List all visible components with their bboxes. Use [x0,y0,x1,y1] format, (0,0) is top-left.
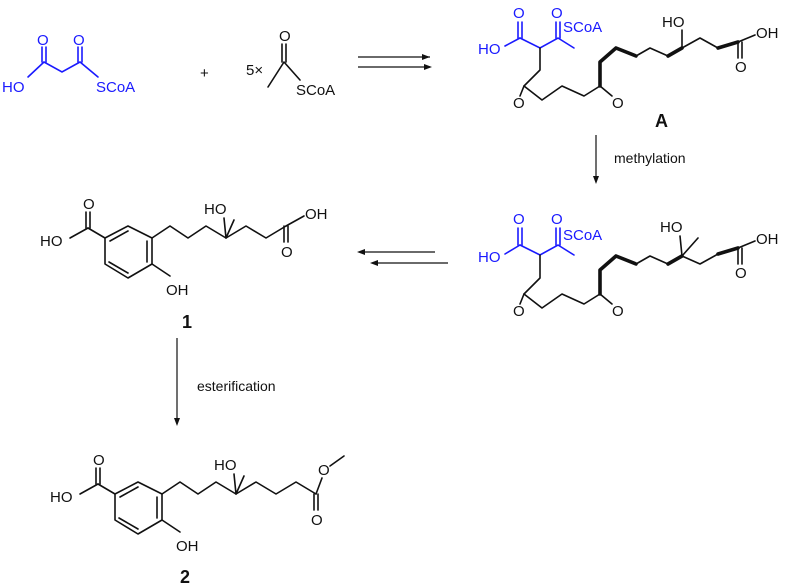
m-ho-chain-label: HO [660,219,683,236]
acetyl-skeleton [267,61,301,88]
a-o2-label: O [551,5,563,22]
acetyl-multiplier: 5× [246,62,263,79]
m-ho-label: HO [478,249,501,266]
m-o1-label: O [513,211,525,228]
c1-acid-ho-label: HO [40,233,63,250]
malonyl-o-right-label: O [73,32,85,49]
c2-ester-carbonyl-o-label: O [311,512,323,529]
c2-ester-o-label: O [318,462,330,479]
c1-phenol-oh-label: OH [166,282,189,299]
c2-phenol-oh-label: OH [176,538,199,555]
a-acid-oh-label: OH [756,25,779,42]
m-scoa-label: SCoA [563,227,602,244]
c1-acid-o-label: O [83,196,95,213]
arrow-to-1 [357,249,448,266]
intermediate-a-structure: O O HO SCoA O O HO O OH [478,5,779,112]
c2-methyl [329,455,345,467]
c2-acid-ho-label: HO [50,489,73,506]
compound-1-label: 1 [182,312,192,332]
c1-chain-acid-o-label: O [281,244,293,261]
c1-chain-acid-oh-label: OH [305,206,328,223]
esterification-label: esterification [197,378,276,394]
malonyl-ho-label: HO [2,79,25,96]
a-chain-bold-2 [666,46,684,58]
acetyl-coa-structure: 5× O SCoA [246,28,335,99]
m-o2-label: O [551,211,563,228]
methylation-label: methylation [614,150,686,166]
a-chain-lower [523,47,601,101]
c1-benzene-ring [104,225,153,279]
malonyl-skeleton [27,61,99,78]
compound-2-structure: O HO OH HO O O [50,452,345,555]
c1-side-chain [151,225,287,239]
a-ho-chain-label: HO [662,14,685,31]
c1-tert-oh-label: HO [204,201,227,218]
m-acid-o-label: O [735,265,747,282]
malonyl-o-left-label: O [37,32,49,49]
malonyl-coa-structure: O O HO SCoA [2,32,135,96]
compound-a-label: A [655,111,668,131]
c2-tert-oh-label: HO [214,457,237,474]
acetyl-scoa-label: SCoA [296,82,335,99]
esterification-arrow [174,338,180,426]
methylation-arrow [593,135,599,184]
a-chain-bold-1 [598,46,638,88]
c2-acid-o-label: O [93,452,105,469]
acetyl-o-label: O [279,28,291,45]
a-keto2-o-label: O [612,95,624,112]
a-acid-o-label: O [735,59,747,76]
m-keto1-o-label: O [513,303,525,320]
methylated-intermediate-structure: O O HO SCoA O O HO O OH [478,211,779,320]
malonyl-scoa-label: SCoA [96,79,135,96]
a-chain-mid [635,47,669,57]
a-blue-skeleton [519,37,575,49]
a-keto1-o-label: O [513,95,525,112]
compound-2-label: 2 [180,567,190,587]
plus-sign: + [200,65,209,82]
a-scoa-label: SCoA [563,19,602,36]
c2-benzene-ring [114,481,163,535]
arrow-to-a [358,54,432,70]
a-ho-label: HO [478,41,501,58]
a-o1-label: O [513,5,525,22]
m-acid-oh-label: OH [756,231,779,248]
m-keto2-o-label: O [612,303,624,320]
compound-1-structure: O HO OH HO O OH [40,196,328,299]
